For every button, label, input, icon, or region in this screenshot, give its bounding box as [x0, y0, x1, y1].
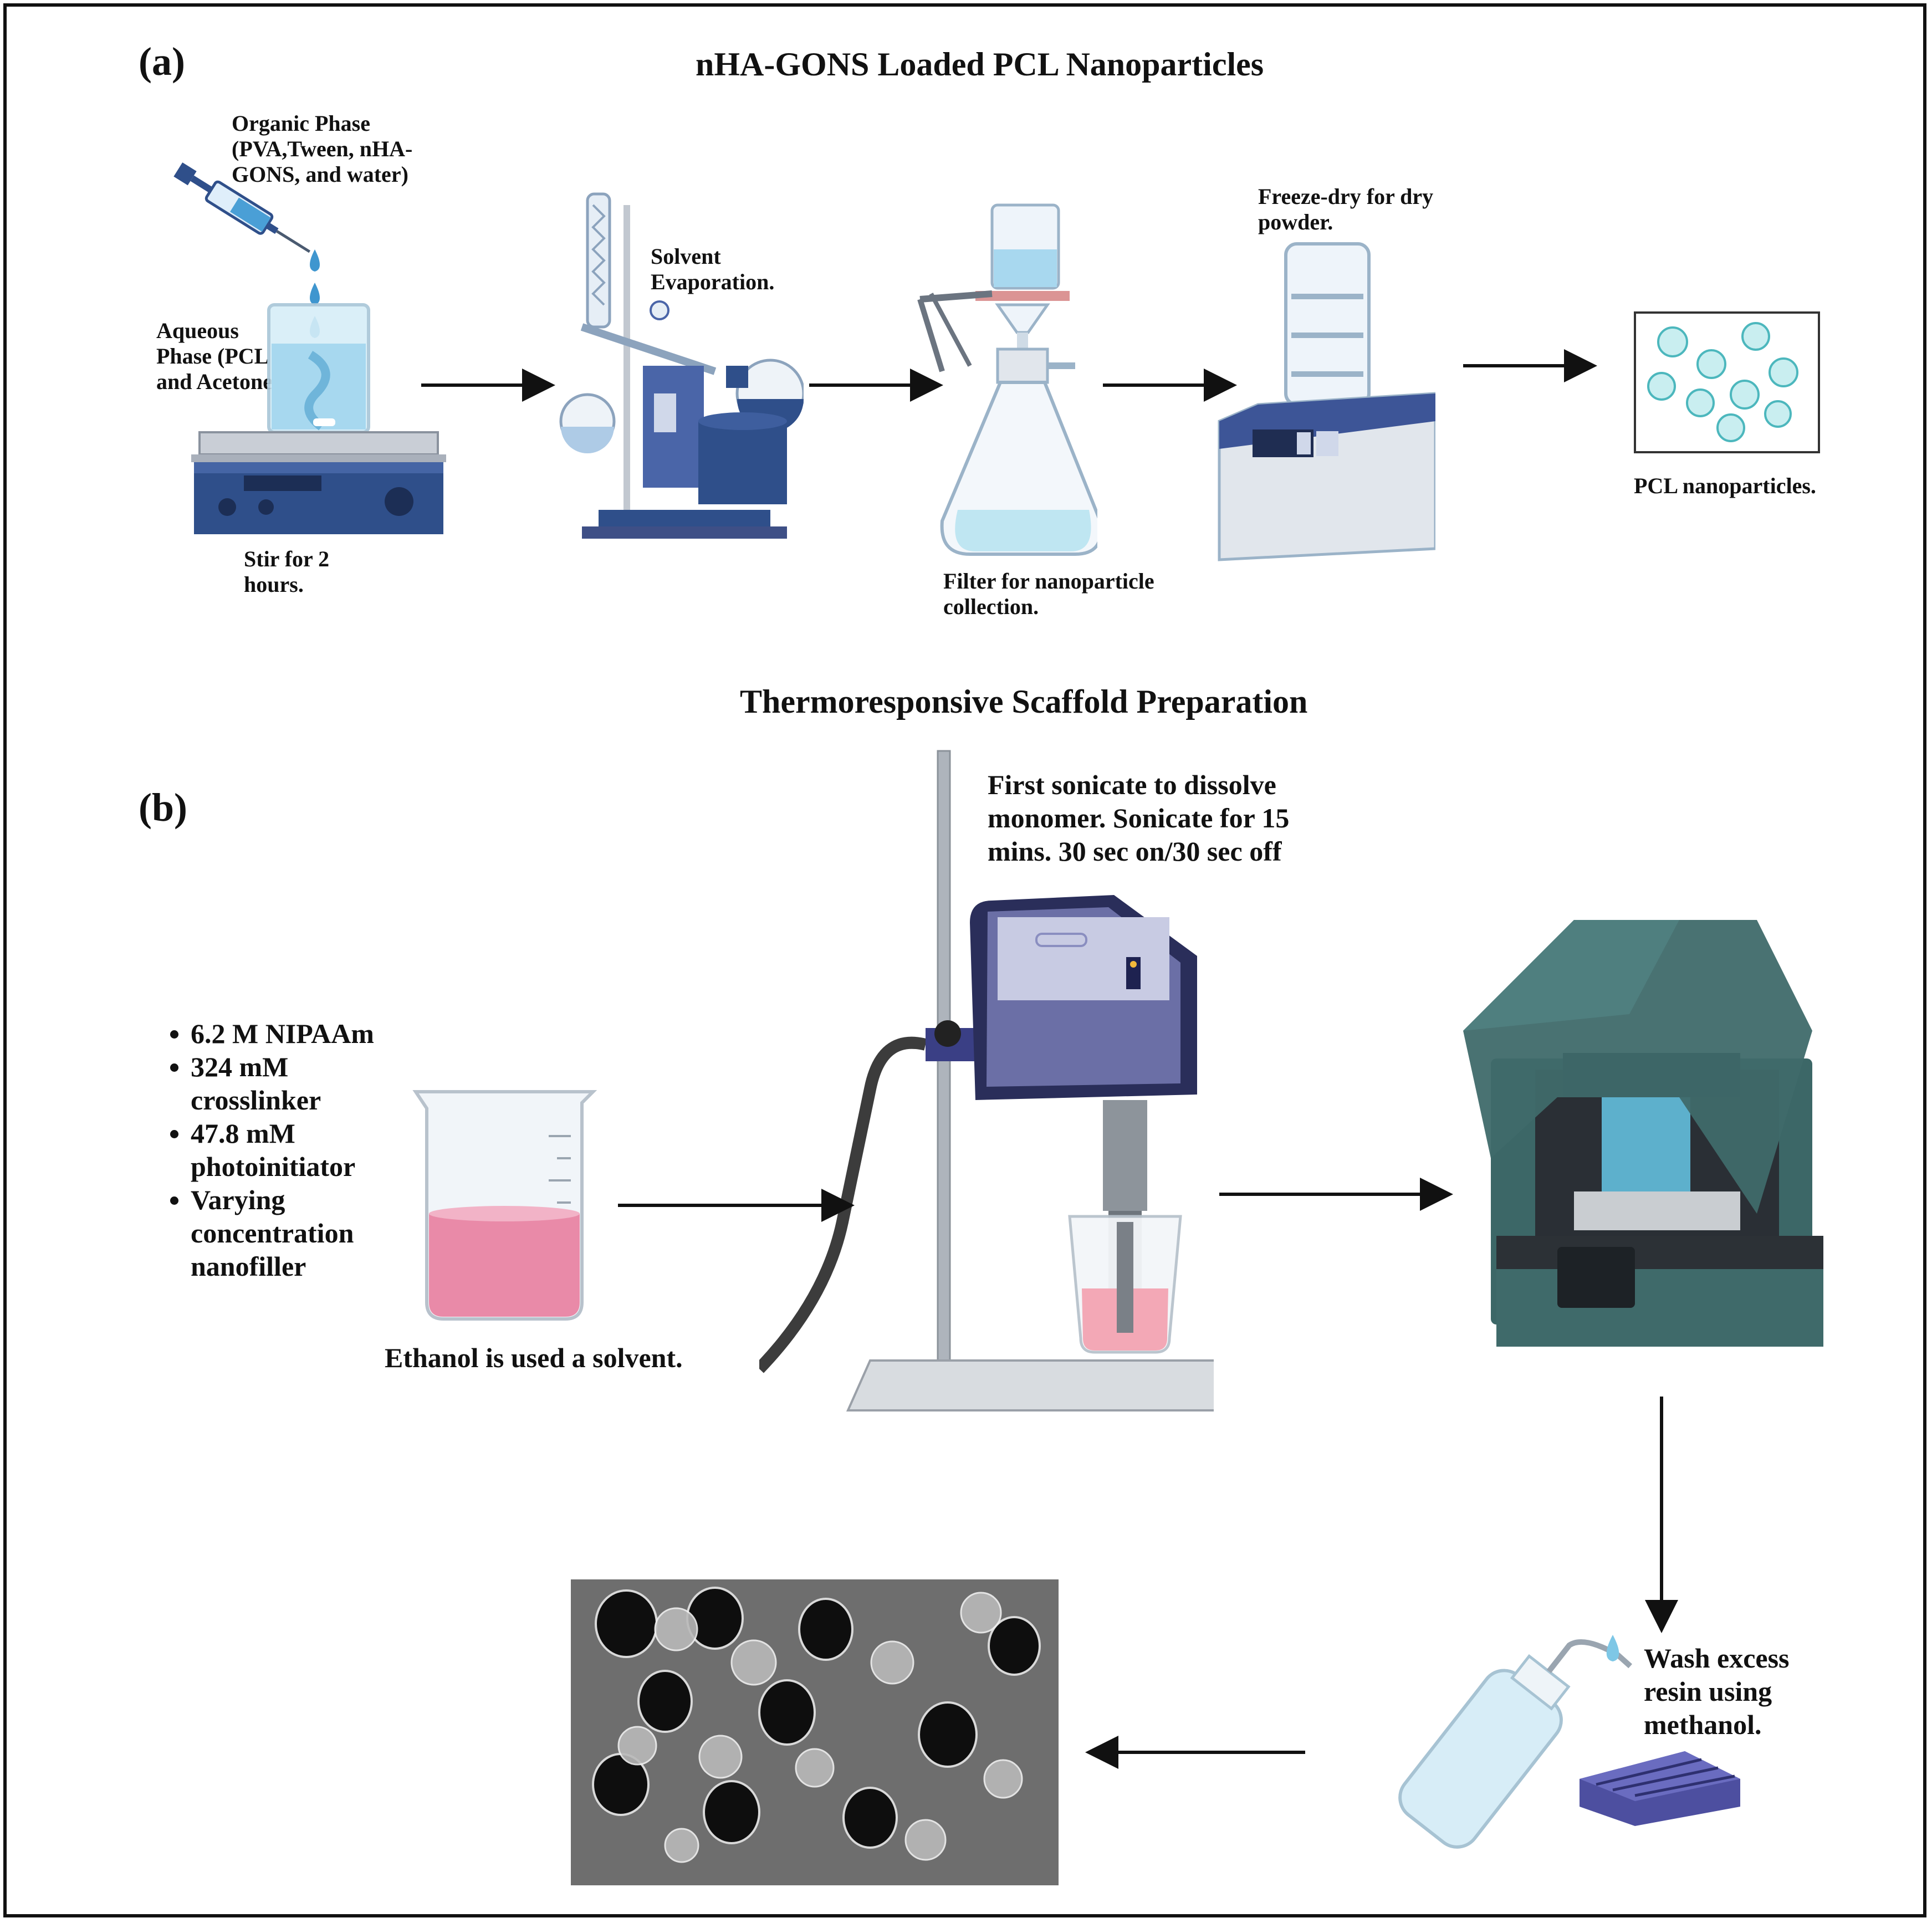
- beaker-icon: [412, 1090, 597, 1321]
- wash-note: Wash excess resin using methanol.: [1644, 1643, 1790, 1740]
- organic-phase-label: Organic Phase (PVA,Tween, nHA- GONS, and…: [232, 111, 413, 187]
- vacuum-filter-icon: [917, 203, 1097, 556]
- panel-a-title: nHA-GONS Loaded PCL Nanoparticles: [696, 46, 1264, 83]
- 3d-printer-icon: [1463, 920, 1823, 1347]
- hotplate-stirrer-icon: [191, 303, 446, 534]
- solvent-note: Ethanol is used a solvent.: [385, 1342, 683, 1373]
- wash-bottle-icon: [1398, 1635, 1633, 1849]
- figure-frame: [3, 3, 1926, 1917]
- sem-image: [571, 1579, 1059, 1885]
- sonicator-icon: [759, 750, 1214, 1411]
- freeze-dryer-icon: [1218, 242, 1435, 561]
- ingredient-item: Varying concentration nanofiller: [191, 1183, 368, 1283]
- aqueous-phase-label: Aqueous Phase (PCL and Acetone): [156, 318, 280, 394]
- sonicate-note: First sonicate to dissolve monomer. Soni…: [988, 769, 1290, 867]
- ingredient-item: 47.8 mM photoinitiator: [191, 1117, 368, 1183]
- ingredients-list: 6.2 M NIPAAm 324 mM crosslinker 47.8 mM …: [155, 1017, 374, 1283]
- panel-b-arrows: [618, 1178, 1678, 1769]
- panel-b-title: Thermoresponsive Scaffold Preparation: [740, 683, 1308, 720]
- panel-a-label: (a): [139, 39, 185, 84]
- stir-label: Stir for 2 hours.: [244, 546, 330, 597]
- ingredient-item: 6.2 M NIPAAm: [191, 1017, 374, 1050]
- syringe-icon: [173, 162, 311, 253]
- ingredient-item: 324 mM crosslinker: [191, 1050, 357, 1117]
- nanoparticles-icon: [1634, 311, 1820, 453]
- rotary-evaporator-icon: [559, 192, 804, 539]
- filter-label: Filter for nanoparticle collection.: [943, 569, 1154, 619]
- freeze-dry-label: Freeze-dry for dry powder.: [1258, 184, 1434, 234]
- evaporation-label: Solvent Evaporation.: [651, 244, 775, 294]
- nanoparticles-label: PCL nanoparticles.: [1634, 473, 1816, 498]
- panel-b-label: (b): [139, 785, 187, 830]
- scaffold-icon: [1580, 1751, 1740, 1826]
- panel-a-arrows: [421, 349, 1597, 402]
